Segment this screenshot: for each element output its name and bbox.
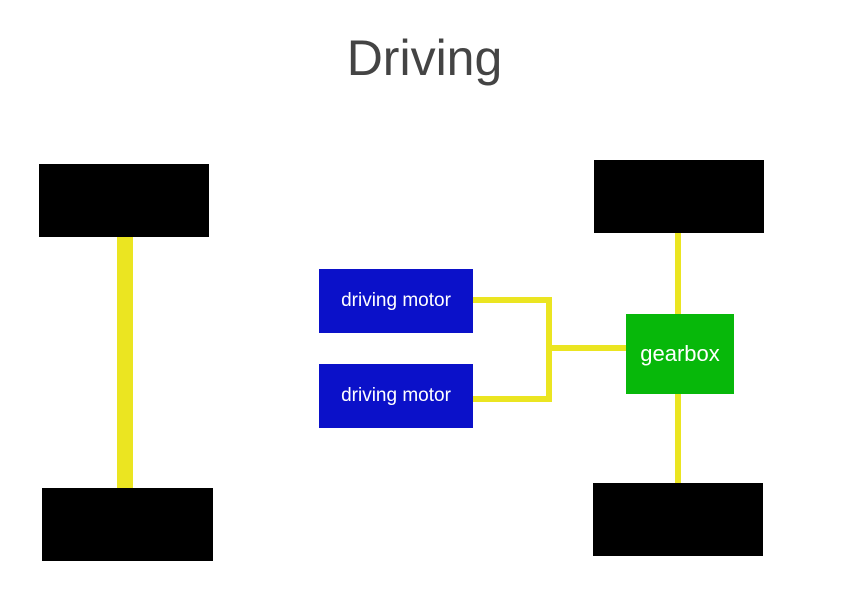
rear-left-wheel xyxy=(42,488,213,561)
diagram-title: Driving xyxy=(346,30,503,86)
connector-bottom-motor xyxy=(472,396,552,402)
driving-motor-bottom-label: driving motor xyxy=(341,385,451,406)
connector-top-motor xyxy=(472,297,552,303)
driving-motor-top: driving motor xyxy=(319,269,473,333)
driving-motor-top-label: driving motor xyxy=(341,290,451,311)
connector-to-gearbox xyxy=(546,345,628,351)
right-axle-upper xyxy=(675,232,681,316)
driving-motor-bottom: driving motor xyxy=(319,364,473,428)
left-axle xyxy=(117,236,133,490)
gearbox: gearbox xyxy=(626,314,734,394)
rear-right-wheel xyxy=(593,483,763,556)
front-left-wheel xyxy=(39,164,209,237)
gearbox-label: gearbox xyxy=(640,341,720,366)
front-right-wheel xyxy=(594,160,764,233)
right-axle-lower xyxy=(675,393,681,485)
